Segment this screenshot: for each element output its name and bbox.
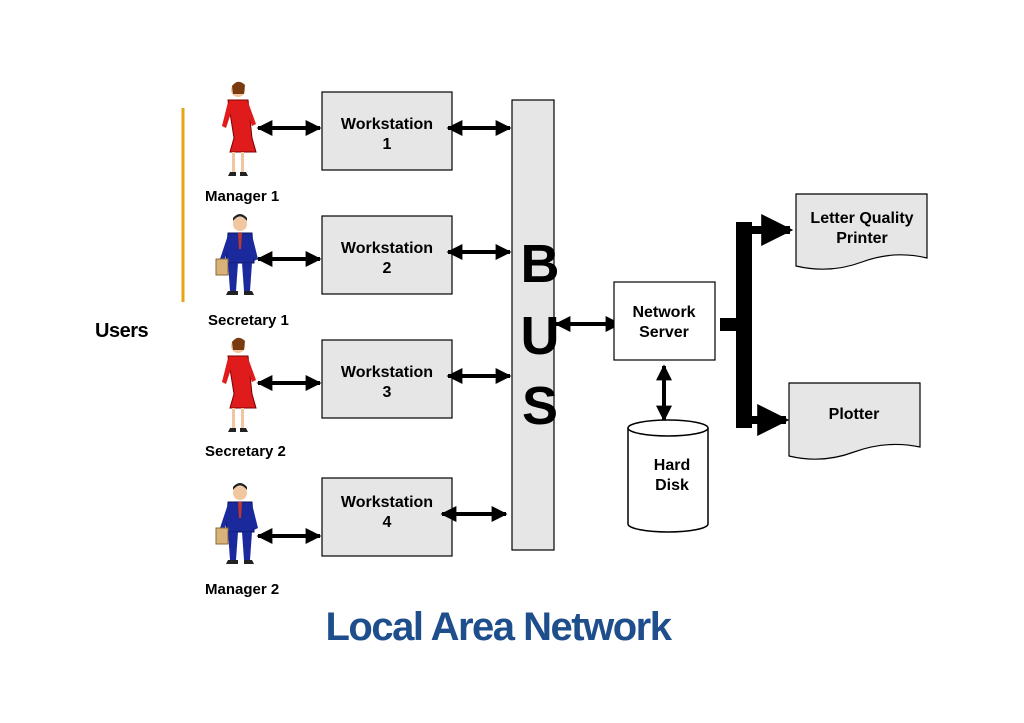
svg-text:S: S: [522, 376, 558, 436]
svg-text:2: 2: [383, 260, 392, 277]
woman-icon: [222, 337, 257, 432]
svg-text:Workstation: Workstation: [341, 240, 433, 257]
workstation-box: Workstation 3: [321, 339, 453, 419]
person-label: Manager 1: [205, 188, 279, 205]
workstation-box: Workstation 1: [321, 91, 453, 171]
svg-text:Network: Network: [632, 304, 695, 321]
output-connector: [720, 214, 794, 436]
person-label: Secretary 2: [205, 443, 286, 460]
svg-text:1: 1: [383, 136, 392, 153]
svg-text:Workstation: Workstation: [341, 364, 433, 381]
users-label: Users: [95, 320, 148, 342]
svg-text:Printer: Printer: [836, 230, 888, 247]
hard-disk-cylinder: Hard Disk: [627, 419, 709, 533]
svg-text:3: 3: [383, 384, 392, 401]
man-icon: [215, 483, 258, 564]
svg-text:4: 4: [383, 514, 392, 531]
plotter-document: Plotter: [788, 382, 921, 460]
workstation-box: Workstation 4: [321, 477, 453, 557]
person-label: Manager 2: [205, 581, 279, 598]
person-label: Secretary 1: [208, 312, 289, 329]
svg-text:Disk: Disk: [655, 477, 689, 494]
svg-text:Hard: Hard: [654, 457, 690, 474]
svg-text:Plotter: Plotter: [829, 406, 880, 423]
diagram-title: Local Area Network: [326, 605, 673, 649]
svg-text:Server: Server: [639, 324, 689, 341]
bus-bar: B U S: [511, 99, 560, 551]
workstation-box: Workstation 2: [321, 215, 453, 295]
woman-icon: [222, 81, 257, 176]
svg-text:Letter Quality: Letter Quality: [810, 210, 913, 227]
network-server-box: Network Server: [613, 281, 716, 361]
printer-document: Letter Quality Printer: [795, 193, 928, 270]
svg-text:Workstation: Workstation: [341, 116, 433, 133]
svg-text:U: U: [521, 306, 560, 366]
svg-text:B: B: [521, 234, 560, 294]
svg-text:Workstation: Workstation: [341, 494, 433, 511]
man-icon: [215, 214, 258, 295]
